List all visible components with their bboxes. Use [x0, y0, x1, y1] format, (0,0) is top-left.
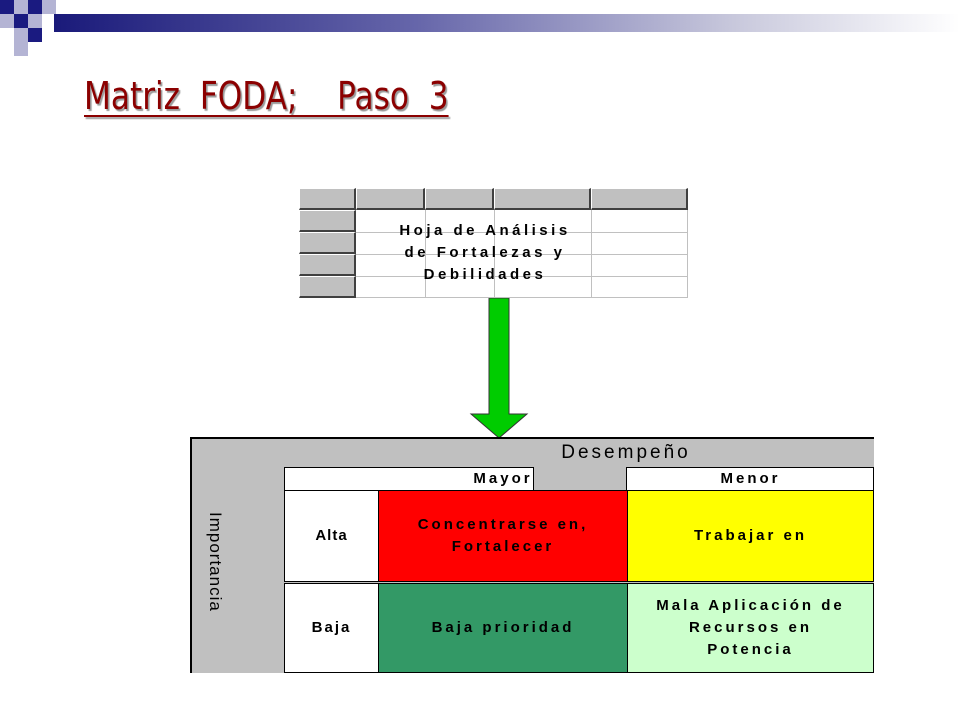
decor-square-light-1 [14, 0, 28, 14]
sheet-row-header [299, 254, 356, 276]
sheet-gridline [591, 210, 592, 298]
foda-matrix: Desempeño Mayor Menor Alta Baja Concentr… [190, 437, 874, 673]
down-arrow-icon [469, 298, 529, 439]
cell-alta-menor [627, 490, 874, 582]
spreadsheet-caption-line: de Fortalezas y [404, 244, 566, 261]
decor-square-navy-4 [14, 28, 28, 42]
spreadsheet-caption: Hoja de Análisis de Fortalezas y Debilid… [356, 220, 614, 286]
cell-line: Concentrarse en, [417, 516, 589, 533]
sheet-header-cell [494, 188, 591, 210]
slide-title: Matriz FODA; Paso 3 [84, 74, 449, 118]
cell-text-baja-mayor: Baja prioridad [378, 583, 628, 673]
sheet-gridline [687, 210, 688, 298]
row-label-baja: Baja [311, 619, 352, 636]
cell-text-alta-mayor: Concentrarse en, Fortalecer [378, 490, 628, 582]
decor-square-light-3 [0, 14, 14, 28]
spreadsheet-caption-line: Debilidades [423, 266, 547, 283]
sheet-header-cell [356, 188, 425, 210]
sheet-header-cell [591, 188, 688, 210]
cell-line: Baja prioridad [431, 619, 575, 636]
decor-square-navy-2 [28, 0, 42, 14]
decor-square-navy-5 [28, 28, 42, 42]
spreadsheet-caption-line: Hoja de Análisis [399, 222, 571, 239]
cell-text-baja-menor: Mala Aplicación de Recursos en Potencia [627, 583, 874, 673]
sheet-row-header [299, 210, 356, 232]
sheet-gridline [494, 210, 495, 298]
decor-square-light-2 [42, 0, 56, 14]
row-label-alta-cell [284, 490, 379, 582]
sheet-row-header [299, 276, 356, 298]
row-label-alta: Alta [315, 527, 348, 544]
cell-line: Fortalecer [451, 538, 555, 555]
sheet-gridline [356, 254, 688, 255]
column-label-menor: Menor [720, 470, 781, 487]
sheet-header-cell [299, 188, 356, 210]
sheet-gridline [356, 297, 688, 298]
sheet-gridline [425, 210, 426, 298]
cell-line: Trabajar en [693, 527, 808, 544]
cell-line: Mala Aplicación de [656, 597, 845, 614]
cell-baja-mayor [378, 583, 628, 673]
decor-square-navy-1 [0, 0, 14, 14]
row-label-baja-cell [284, 583, 379, 673]
cell-line: Recursos en [688, 619, 813, 636]
cell-line: Potencia [707, 641, 794, 658]
decor-square-light-4 [28, 14, 42, 28]
sheet-header-cell [425, 188, 494, 210]
column-label-mayor: Mayor [473, 470, 533, 487]
sheet-gridline [356, 232, 688, 233]
sheet-row-header [299, 232, 356, 254]
header-gradient-bar [54, 14, 960, 32]
decor-square-light-5 [14, 42, 28, 56]
row-axis-label-importancia: Importancia [206, 512, 225, 612]
cell-alta-mayor [378, 490, 628, 582]
decor-square-navy-3 [14, 14, 28, 28]
sheet-gridline [356, 276, 688, 277]
cell-baja-menor [627, 583, 874, 673]
cell-text-alta-menor: Trabajar en [627, 490, 874, 582]
spreadsheet-graphic [299, 188, 688, 298]
column-header-mayor [284, 467, 534, 491]
matrix-header-desempeno: Desempeño [561, 442, 691, 463]
